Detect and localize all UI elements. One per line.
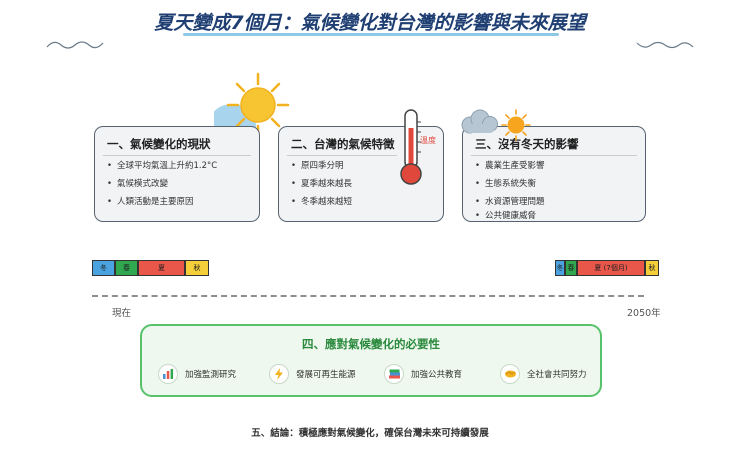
divider — [287, 155, 397, 156]
timeline-line — [92, 295, 644, 297]
list-item: 冬季越來越短 — [291, 193, 352, 211]
thermometer-icon — [400, 109, 422, 185]
season-spring: 春 — [565, 260, 577, 276]
bar-chart-icon — [158, 364, 178, 384]
card-no-winter-impact: 三、沒有冬天的影響 農業生產受影響 生態系統失衡 水資源管理問題 公共健康威脅 — [462, 126, 646, 222]
necessity-title: 四、應對氣候變化的必要性 — [302, 337, 440, 351]
season-autumn: 秋 — [185, 260, 209, 276]
card-climate-status: 一、氣候變化的現狀 全球平均氣溫上升約1.2°C 氣候模式改變 人類活動是主要原… — [94, 126, 260, 222]
wave-left-icon — [46, 41, 104, 49]
timeline-start-label: 現在 — [112, 308, 132, 319]
list-item: 農業生產受影響 — [475, 157, 545, 175]
wave-right-icon — [636, 41, 694, 49]
list-item: 夏季越來越長 — [291, 175, 352, 193]
card-list: 農業生產受影響 生態系統失衡 水資源管理問題 公共健康威脅 — [475, 157, 545, 221]
cloud-sun-icon — [461, 109, 531, 141]
action-label: 發展可再生能源 — [296, 370, 356, 380]
list-item: 水資源管理問題 — [475, 193, 545, 211]
list-item: 全球平均氣溫上升約1.2°C — [107, 157, 217, 175]
divider — [103, 155, 251, 156]
action-label: 加強公共教育 — [411, 370, 463, 380]
timeline-end-label: 2050年 — [627, 308, 661, 319]
action-monitoring: 加強監測研究 — [158, 363, 236, 385]
season-spring: 春 — [115, 260, 138, 276]
card-list: 原四季分明 夏季越來越長 冬季越來越短 — [291, 157, 352, 211]
books-icon — [384, 364, 404, 384]
divider — [471, 155, 637, 156]
card-title: 二、台灣的氣候特徵 — [291, 137, 395, 151]
action-label: 全社會共同努力 — [527, 370, 587, 380]
season-bar-now: 冬 春 夏 秋 — [92, 260, 209, 276]
list-item: 原四季分明 — [291, 157, 352, 175]
list-item: 公共健康威脅 — [475, 211, 545, 221]
conclusion: 五、結論：積極應對氣候變化，確保台灣未來可持續發展 — [251, 428, 489, 439]
season-bar-2050: 冬 春 夏 (7個月) 秋 — [555, 260, 659, 276]
season-winter: 冬 — [555, 260, 565, 276]
handshake-icon — [500, 364, 520, 384]
list-item: 生態系統失衡 — [475, 175, 545, 193]
page-title: 夏天變成7個月：氣候變化對台灣的影響與未來展望 — [154, 12, 586, 34]
action-collaboration: 全社會共同努力 — [500, 363, 587, 385]
thermometer-label: 溫度 — [420, 136, 436, 145]
season-winter: 冬 — [92, 260, 115, 276]
action-renewable: 發展可再生能源 — [269, 363, 356, 385]
list-item: 氣候模式改變 — [107, 175, 217, 193]
lightning-icon — [269, 364, 289, 384]
action-label: 加強監測研究 — [185, 370, 237, 380]
season-summer: 夏 — [138, 260, 185, 276]
card-title: 三、沒有冬天的影響 — [475, 137, 579, 151]
season-autumn: 秋 — [645, 260, 659, 276]
card-title: 一、氣候變化的現狀 — [107, 137, 211, 151]
card-list: 全球平均氣溫上升約1.2°C 氣候模式改變 人類活動是主要原因 — [107, 157, 217, 211]
title-underline — [183, 33, 559, 36]
list-item: 人類活動是主要原因 — [107, 193, 217, 211]
season-summer: 夏 (7個月) — [577, 260, 645, 276]
action-education: 加強公共教育 — [384, 363, 462, 385]
necessity-box: 四、應對氣候變化的必要性 加強監測研究 發展可再生能源 加強公共教育 全社會共同… — [140, 324, 602, 397]
